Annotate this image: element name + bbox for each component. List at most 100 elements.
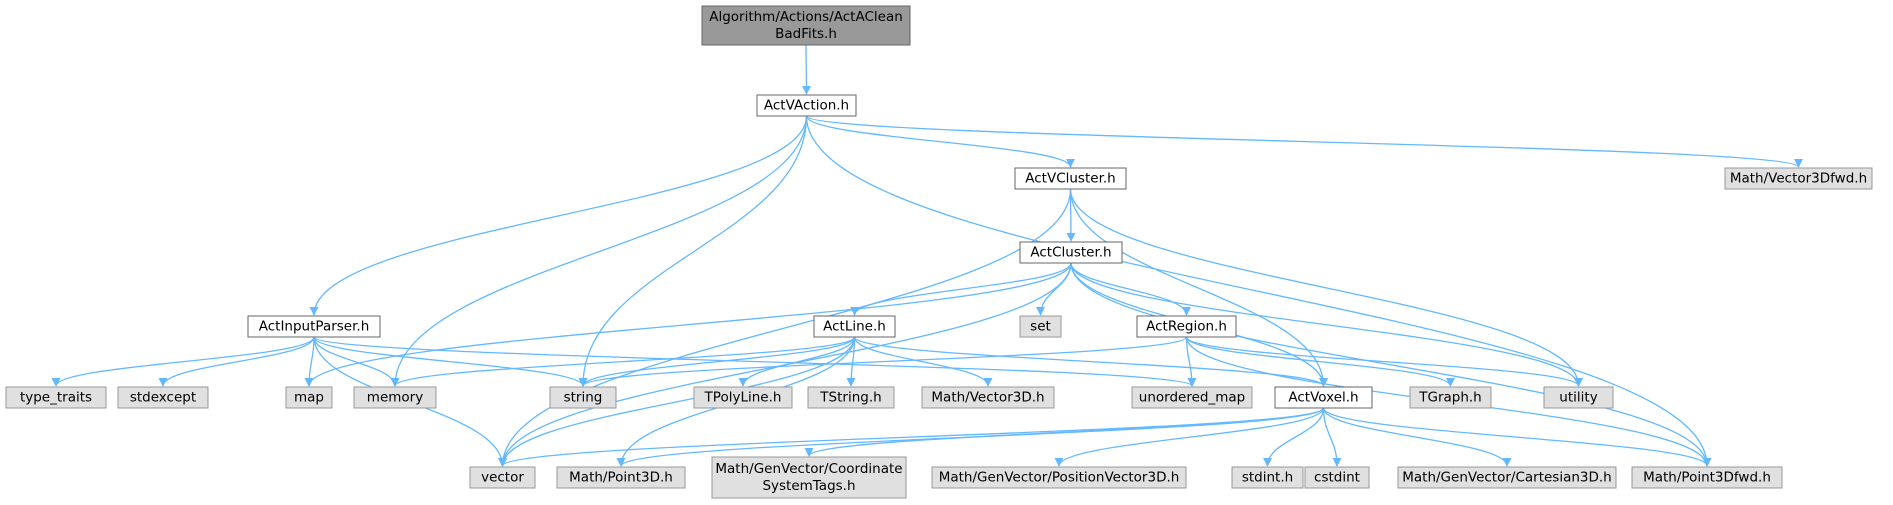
node-label: string bbox=[564, 390, 603, 406]
node-label: stdexcept bbox=[130, 390, 196, 406]
node-label: Math/Point3D.h bbox=[569, 470, 673, 486]
node-box bbox=[756, 94, 857, 117]
edge-vaction-to-memory bbox=[390, 115, 808, 387]
node-box bbox=[556, 466, 686, 489]
node-utility: utility bbox=[1543, 386, 1614, 409]
node-label: ActVAction.h bbox=[764, 98, 849, 114]
node-box bbox=[1019, 315, 1062, 338]
node-box bbox=[921, 386, 1055, 409]
node-vec3dfwd: Math/Vector3Dfwd.h bbox=[1724, 167, 1873, 190]
node-box bbox=[549, 386, 617, 409]
node-box bbox=[285, 386, 333, 409]
edges-layer bbox=[51, 44, 1803, 467]
node-label: ActVoxel.h bbox=[1288, 390, 1358, 406]
node-box bbox=[1409, 386, 1492, 409]
node-typetraits: type_traits bbox=[5, 386, 107, 409]
node-map: map bbox=[285, 386, 333, 409]
node-voxel[interactable]: ActVoxel.h bbox=[1274, 386, 1373, 409]
edge-voxel-to-cartesian bbox=[1322, 407, 1512, 467]
edge-voxel-to-coordtags bbox=[804, 407, 1325, 457]
node-label: TPolyLine.h bbox=[704, 390, 782, 406]
node-vcluster[interactable]: ActVCluster.h bbox=[1014, 167, 1127, 190]
node-tstring: TString.h bbox=[807, 386, 895, 409]
edge-vaction-to-inputparser bbox=[309, 115, 808, 316]
node-vector3d: Math/Vector3D.h bbox=[921, 386, 1055, 409]
node-box bbox=[5, 386, 107, 409]
node-box bbox=[807, 386, 895, 409]
node-region[interactable]: ActRegion.h bbox=[1136, 315, 1237, 338]
node-cluster[interactable]: ActCluster.h bbox=[1019, 241, 1123, 264]
node-label: ActRegion.h bbox=[1146, 319, 1227, 335]
node-box bbox=[1304, 466, 1370, 489]
node-label: Math/Vector3D.h bbox=[931, 390, 1044, 406]
edge-cluster-to-map bbox=[304, 262, 1072, 387]
edge-vaction-to-string bbox=[578, 115, 808, 387]
edge-inputparser-to-unorderedmap bbox=[313, 336, 1197, 387]
edge-region-to-tgraph bbox=[1185, 336, 1455, 387]
node-tgraph: TGraph.h bbox=[1409, 386, 1492, 409]
edge-inputparser-to-string bbox=[313, 336, 588, 387]
edge-voxel-to-posvec bbox=[1054, 407, 1325, 467]
node-vaction[interactable]: ActVAction.h bbox=[756, 94, 857, 117]
node-point3dfwd: Math/Point3Dfwd.h bbox=[1631, 466, 1783, 489]
node-box bbox=[1019, 241, 1123, 264]
edge-vaction-to-vcluster bbox=[805, 115, 1075, 168]
node-box bbox=[1274, 386, 1373, 409]
node-label: TGraph.h bbox=[1418, 390, 1482, 406]
node-box bbox=[353, 386, 437, 409]
edge-voxel-to-point3dfwd bbox=[1322, 407, 1712, 467]
edge-voxel-to-cstdint bbox=[1322, 407, 1342, 467]
node-inputparser[interactable]: ActInputParser.h bbox=[247, 315, 381, 338]
node-label: unordered_map bbox=[1139, 390, 1245, 406]
node-box bbox=[117, 386, 209, 409]
edge-vcluster-to-vector bbox=[497, 188, 1072, 467]
node-point3d: Math/Point3D.h bbox=[556, 466, 686, 489]
node-line[interactable]: ActLine.h bbox=[813, 315, 896, 338]
node-box bbox=[1131, 386, 1253, 409]
node-box bbox=[701, 5, 911, 46]
edge-line-to-string bbox=[578, 336, 856, 387]
node-label: Algorithm/Actions/ActAClean bbox=[709, 9, 903, 25]
node-stdexcept: stdexcept bbox=[117, 386, 209, 409]
edge-line-to-vector bbox=[497, 336, 856, 467]
node-label: ActLine.h bbox=[823, 319, 886, 335]
node-label: utility bbox=[1559, 390, 1597, 406]
edge-line-to-vector3d bbox=[853, 336, 993, 387]
node-label: ActInputParser.h bbox=[259, 319, 370, 335]
edge-cluster-to-point3dfwd bbox=[1070, 262, 1712, 467]
node-label: map bbox=[294, 390, 324, 406]
edge-region-to-utility bbox=[1185, 336, 1583, 387]
node-box bbox=[1397, 466, 1617, 489]
node-box bbox=[711, 456, 907, 499]
node-label: stdint.h bbox=[1242, 470, 1293, 486]
edge-root-to-vaction bbox=[801, 44, 812, 95]
edge-region-to-string bbox=[578, 336, 1188, 387]
node-stdint: stdint.h bbox=[1231, 466, 1304, 489]
node-memory: memory bbox=[353, 386, 437, 409]
edge-voxel-to-vector bbox=[498, 407, 1325, 467]
edge-vcluster-to-voxel bbox=[1069, 188, 1329, 387]
nodes-layer: Algorithm/Actions/ActACleanBadFits.hActV… bbox=[5, 5, 1873, 499]
edge-cluster-to-utility bbox=[1070, 262, 1583, 387]
node-label: type_traits bbox=[20, 390, 92, 406]
node-string: string bbox=[549, 386, 617, 409]
node-label: Math/Point3Dfwd.h bbox=[1643, 470, 1771, 486]
node-box bbox=[469, 466, 536, 489]
node-label: ActCluster.h bbox=[1030, 245, 1111, 261]
node-cartesian: Math/GenVector/Cartesian3D.h bbox=[1397, 466, 1617, 489]
node-set: set bbox=[1019, 315, 1062, 338]
node-label: cstdint bbox=[1314, 470, 1360, 486]
node-tpolyline: TPolyLine.h bbox=[693, 386, 793, 409]
node-box bbox=[693, 386, 793, 409]
node-label: Math/GenVector/Cartesian3D.h bbox=[1402, 470, 1612, 486]
edge-voxel-to-stdint bbox=[1262, 407, 1325, 467]
node-label: BadFits.h bbox=[775, 26, 837, 42]
edge-region-to-unorderedmap bbox=[1185, 336, 1197, 387]
node-vector: vector bbox=[469, 466, 536, 489]
edge-cluster-to-line bbox=[850, 262, 1072, 316]
node-label: TString.h bbox=[819, 390, 881, 406]
node-box bbox=[931, 466, 1187, 489]
node-box bbox=[1231, 466, 1304, 489]
